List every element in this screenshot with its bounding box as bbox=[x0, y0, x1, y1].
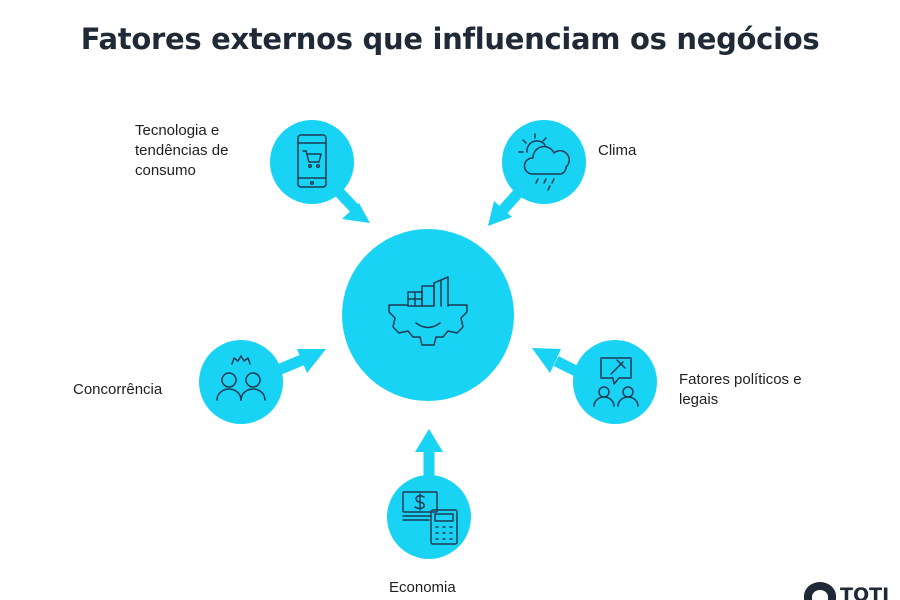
label-economia: Economia bbox=[389, 579, 456, 596]
arrow-concorrencia bbox=[275, 349, 326, 376]
competitors-icon bbox=[216, 355, 266, 401]
business-gear-icon bbox=[388, 276, 468, 346]
label-tecnologia: Tecnologia e tendências de consumo bbox=[135, 122, 229, 179]
arrow-clima bbox=[488, 187, 525, 226]
logo-text: TOTI bbox=[802, 580, 900, 600]
sun-cloud-rain-icon bbox=[518, 133, 570, 191]
toti-logo-icon bbox=[804, 582, 836, 600]
center-circle bbox=[342, 229, 514, 401]
label-politicos: Fatores políticos e legais bbox=[679, 371, 802, 408]
arrow-tecnologia bbox=[335, 188, 370, 223]
money-calculator-icon bbox=[402, 491, 458, 545]
label-clima: Clima bbox=[598, 142, 637, 159]
label-concorrencia: Concorrência bbox=[73, 381, 163, 398]
arrow-economia bbox=[415, 429, 443, 482]
gavel-people-icon bbox=[593, 357, 639, 407]
circle-economia bbox=[387, 475, 471, 559]
circle-concorrencia bbox=[199, 340, 283, 424]
smartphone-cart-icon bbox=[297, 134, 327, 188]
page-title: Fatores externos que influenciam os negó… bbox=[80, 22, 820, 56]
arrow-politicos bbox=[532, 348, 581, 377]
circle-clima bbox=[502, 120, 586, 204]
logo-wordmark: TOTI bbox=[840, 584, 890, 600]
